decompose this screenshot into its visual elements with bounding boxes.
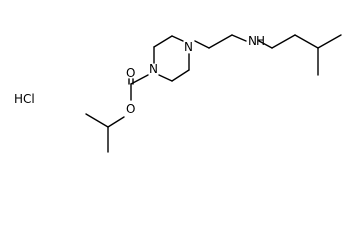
atom-h-amine: H (256, 34, 265, 48)
bond-cb-nh (231, 34, 247, 42)
ethyl-linker (194, 34, 247, 49)
carbamate-group (85, 74, 149, 153)
atom-n-amine: N (248, 34, 257, 48)
bond-c2-c3 (294, 34, 319, 49)
bond-c3-me-up (317, 34, 342, 49)
bond-c1-c2 (271, 34, 296, 49)
salt-label: HCl (14, 92, 35, 106)
atom-o-ester: O (126, 102, 135, 116)
bond-c2-c3 (153, 35, 173, 48)
isopentyl-chain (258, 34, 342, 76)
atom-n1: N (149, 62, 158, 76)
bond-n1-carbonyl (130, 74, 149, 85)
bond-oester-ch (107, 116, 125, 128)
atom-o-carbonyl: O (126, 66, 135, 80)
bond-c6-n1 (158, 74, 173, 82)
bond-c5-c6 (171, 69, 190, 82)
bond-ch-me-left (85, 113, 109, 128)
atom-n4: N (184, 40, 193, 54)
piperazine-ring (153, 35, 190, 82)
bond-nh-c1 (258, 40, 273, 49)
bond-ca-cb (208, 34, 233, 49)
bond-c3-n4 (171, 35, 184, 42)
bond-n4-ca (194, 40, 210, 49)
molecule-structure: N N N H O O HCl (14, 34, 342, 153)
